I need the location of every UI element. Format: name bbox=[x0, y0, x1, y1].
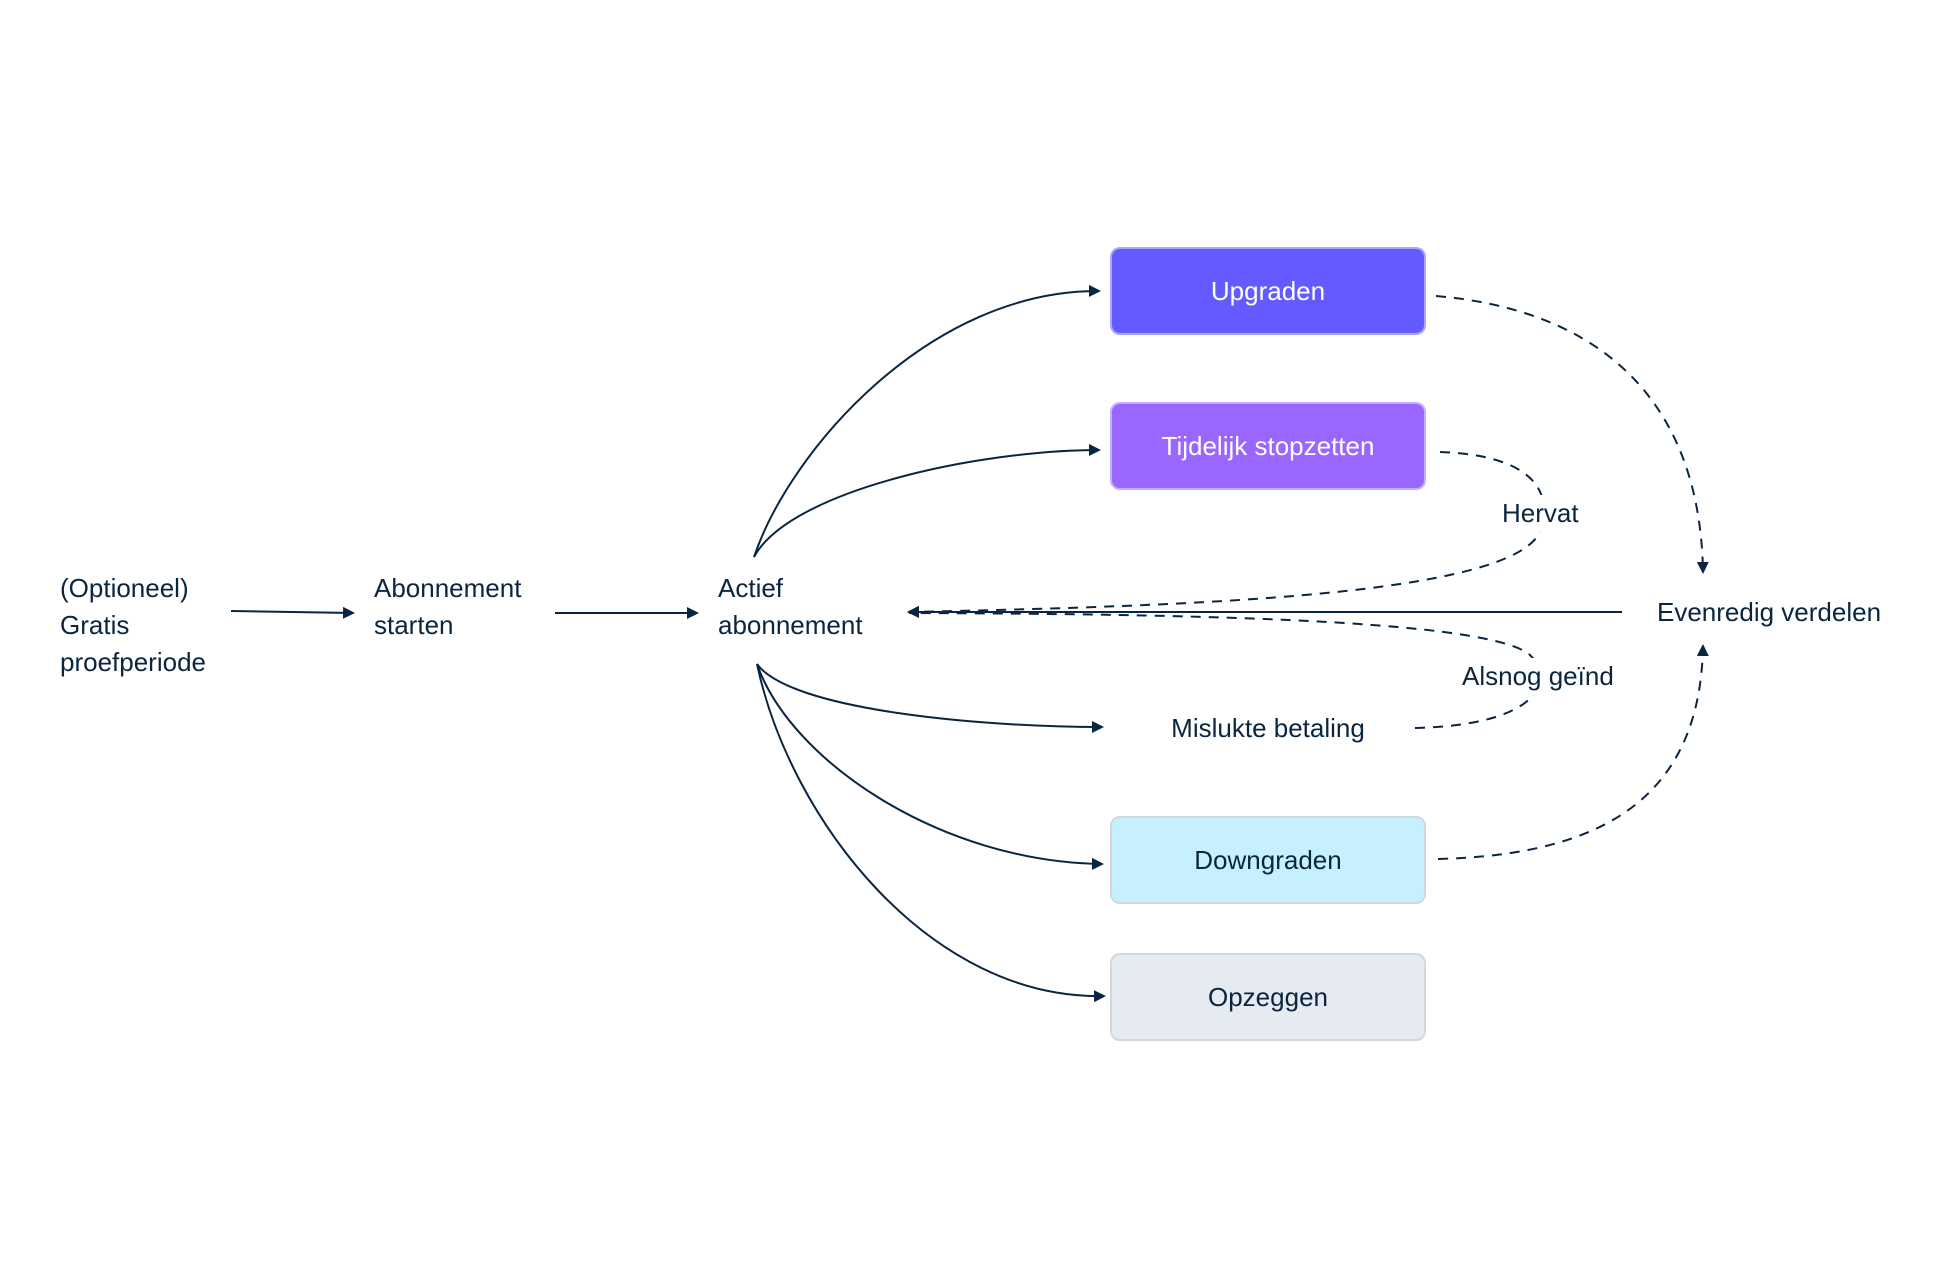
trial-node: (Optioneel) Gratis proefperiode bbox=[60, 570, 206, 681]
collected-edge-label: Alsnog geïnd bbox=[1460, 658, 1616, 695]
start-line-1: Abonnement bbox=[374, 573, 522, 603]
edge-active-to-upgrade bbox=[753, 284, 1101, 558]
trial-line-1: (Optioneel) bbox=[60, 573, 189, 603]
downgrade-box: Downgraden bbox=[1110, 816, 1426, 904]
downgrade-label: Downgraden bbox=[1194, 844, 1342, 875]
resumed-edge-label: Hervat bbox=[1500, 495, 1581, 532]
active-line-1: Actief bbox=[718, 573, 784, 603]
failed-payment-node: Mislukte betaling bbox=[1110, 710, 1426, 747]
pause-box: Tijdelijk stopzetten bbox=[1110, 402, 1426, 490]
edge-active-to-cancel bbox=[756, 663, 1106, 1003]
failed-payment-label: Mislukte betaling bbox=[1171, 713, 1365, 743]
edge-collected-to-active bbox=[908, 612, 1542, 729]
edge-active-to-failed-payment bbox=[756, 663, 1104, 733]
upgrade-label: Upgraden bbox=[1210, 275, 1326, 306]
start-subscription-node: Abonnement starten bbox=[374, 570, 521, 644]
trial-line-3: proefperiode bbox=[60, 647, 206, 677]
start-line-2: starten bbox=[374, 610, 454, 640]
edge-upgrade-to-prorate bbox=[1435, 295, 1709, 574]
trial-line-2: Gratis bbox=[60, 610, 130, 640]
cancel-box: Opzeggen bbox=[1110, 953, 1426, 1041]
edge-active-to-pause bbox=[753, 444, 1101, 558]
cancel-label: Opzeggen bbox=[1208, 981, 1328, 1012]
active-subscription-node: Actief abonnement bbox=[718, 570, 863, 644]
pause-label: Tijdelijk stopzetten bbox=[1161, 430, 1375, 461]
prorate-node: Evenredig verdelen bbox=[1657, 597, 1882, 627]
edge-active-to-downgrade bbox=[756, 663, 1104, 870]
edge-trial-to-start bbox=[230, 606, 355, 619]
upgrade-box: Upgraden bbox=[1110, 247, 1426, 335]
edge-downgrade-to-prorate bbox=[1437, 644, 1709, 860]
active-line-2: abonnement bbox=[718, 610, 863, 640]
